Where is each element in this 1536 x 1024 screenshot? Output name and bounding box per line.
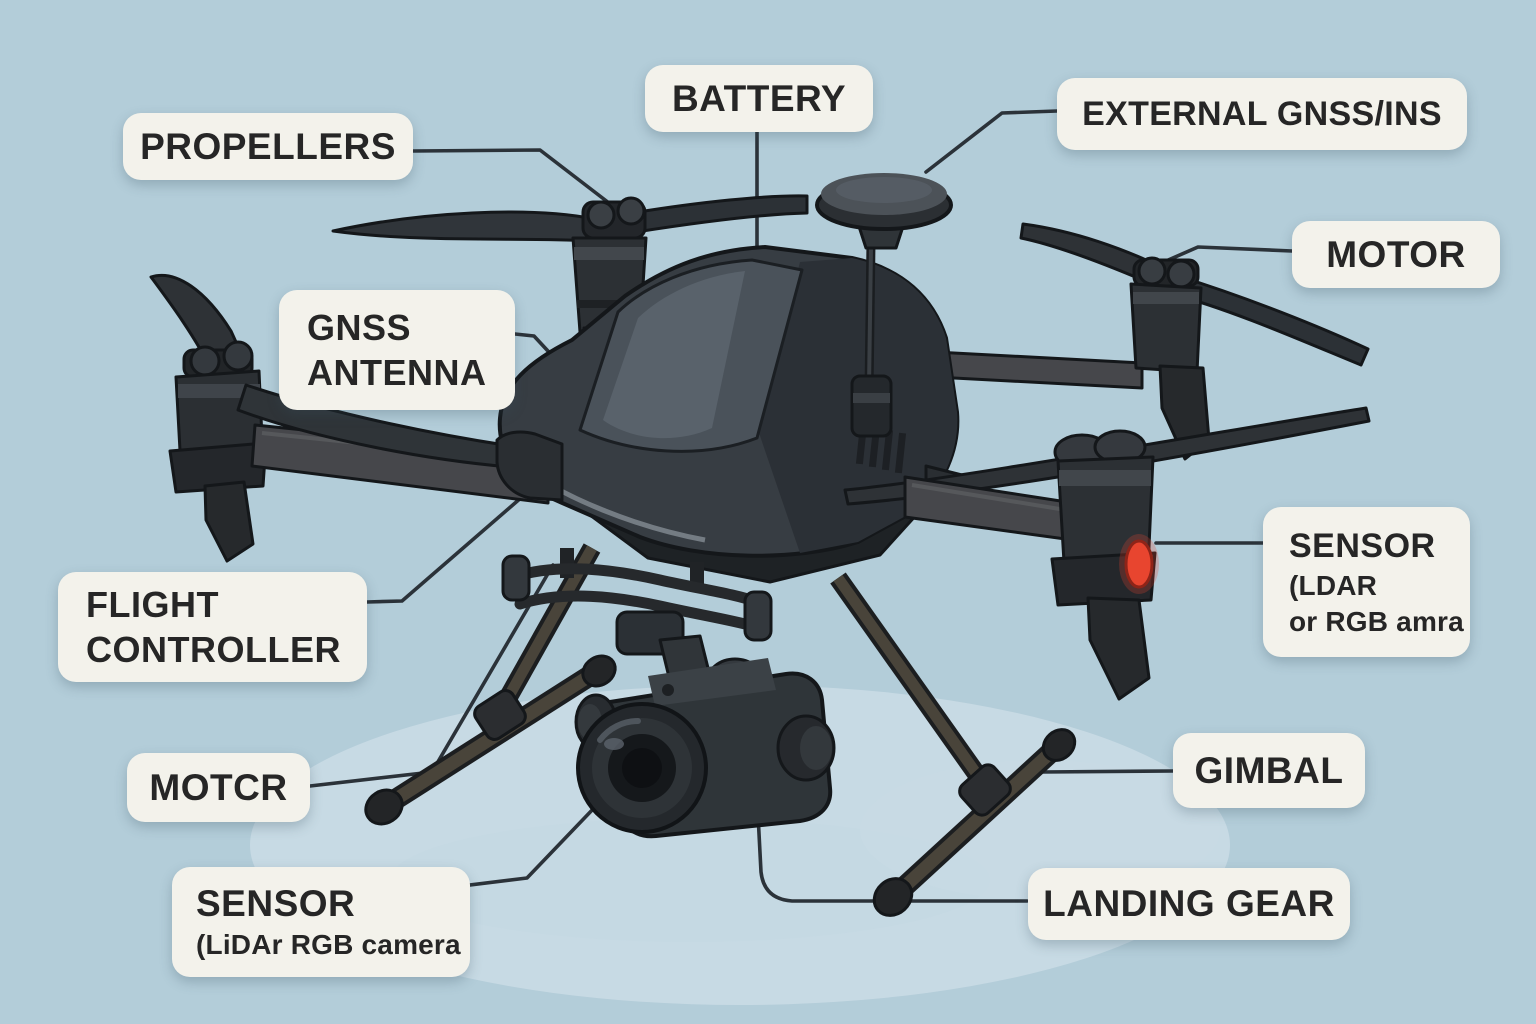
arm-socket-left — [495, 430, 564, 502]
gnss-antenna — [815, 173, 953, 438]
status-led — [1124, 539, 1154, 589]
label-motor-right: MOTOR — [1292, 221, 1500, 288]
propeller-blade — [1170, 274, 1370, 367]
label-text: PROPELLERS — [140, 125, 396, 167]
label-text: MOTCR — [149, 766, 288, 808]
label-text: (LiDAr RGB camera — [196, 929, 461, 960]
label-external-gnss-ins: EXTERNAL GNSS/INS — [1057, 78, 1467, 150]
label-text: GNSS — [307, 307, 412, 348]
label-text: or RGB amra — [1289, 606, 1464, 637]
drone-body — [495, 245, 972, 584]
drone — [149, 173, 1371, 917]
label-text: (LDAR — [1289, 570, 1378, 601]
label-text: ANTENNA — [307, 352, 487, 393]
label-sensor-right: SENSOR (LDAR or RGB amra — [1263, 507, 1470, 657]
label-gnss-antenna: GNSS ANTENNA — [279, 290, 515, 410]
arm-rear-right — [933, 350, 1144, 390]
label-text: FLIGHT — [86, 584, 219, 625]
label-title: SENSOR — [1289, 527, 1436, 565]
label-text: BATTERY — [671, 77, 847, 119]
label-sensor-left: SENSOR (LiDAr RGB camera — [172, 867, 470, 977]
leader-flight-controller — [365, 495, 524, 604]
leader-gimbal — [1040, 769, 1175, 774]
label-text: EXTERNAL GNSS/INS — [1082, 94, 1442, 133]
propeller-blade — [630, 194, 809, 234]
label-text: LANDING GEAR — [1043, 883, 1335, 924]
leader-external-gnss — [924, 109, 1059, 174]
gimbal-camera — [501, 548, 836, 839]
label-title: SENSOR — [196, 883, 356, 924]
label-landing-gear: LANDING GEAR — [1028, 868, 1350, 940]
label-text: GIMBAL — [1194, 749, 1344, 791]
label-gimbal: GIMBAL — [1173, 733, 1365, 808]
label-motor-left: MOTCR — [127, 753, 310, 822]
label-text: CONTROLLER — [86, 629, 341, 670]
motor-front-right — [1050, 429, 1159, 701]
motor-foot — [1086, 596, 1151, 701]
canopy-facet — [603, 271, 745, 439]
landing-gear — [364, 543, 1077, 917]
leader-propellers — [411, 148, 624, 215]
label-battery: BATTERY — [645, 65, 873, 132]
label-text: MOTOR — [1326, 233, 1466, 275]
motor-rear-left — [149, 274, 268, 563]
propeller-blade — [331, 210, 598, 243]
motor-foot — [203, 480, 255, 563]
label-flight-controller: FLIGHT CONTROLLER — [58, 572, 367, 682]
leader-landing-gear — [755, 793, 1029, 903]
label-propellers: PROPELLERS — [123, 113, 413, 180]
